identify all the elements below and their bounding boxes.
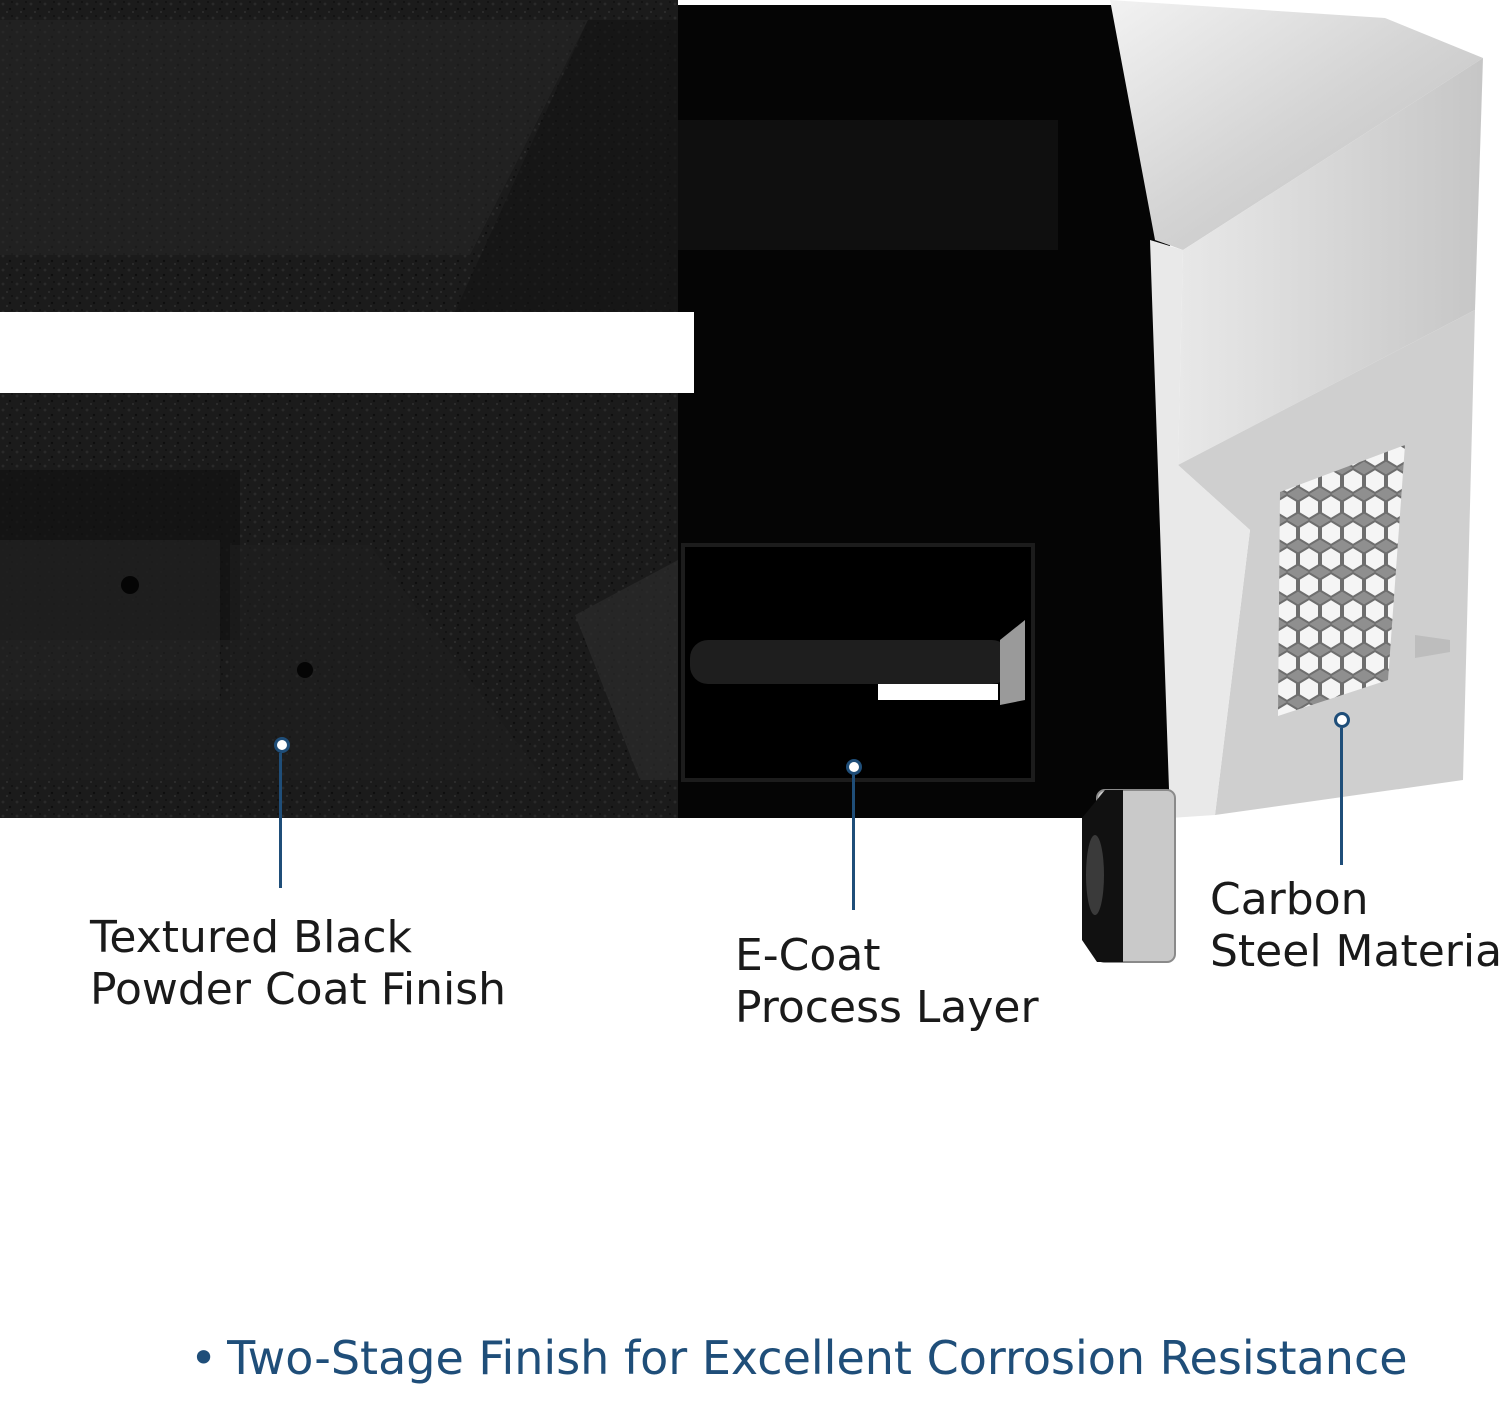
carbon-steel-label: Carbon Steel Material — [1210, 874, 1500, 978]
powder-coat-callout-dot — [274, 737, 290, 753]
ecoat-section — [678, 5, 1170, 818]
ecoat-callout-dot — [846, 759, 862, 775]
powder-coat-callout-line — [279, 753, 282, 888]
ecoat-label-line-1: E-Coat — [735, 930, 881, 981]
carbon-steel-section — [1082, 0, 1483, 963]
headline-bullet: • — [190, 1331, 218, 1385]
feature-headline: •Two-Stage Finish for Excellent Corrosio… — [190, 1328, 1430, 1388]
ecoat-label: E-Coat Process Layer — [735, 930, 1039, 1034]
powder-coat-section — [0, 0, 678, 818]
powder-coat-label-line-2: Powder Coat Finish — [90, 964, 507, 1015]
powder-coat-label: Textured Black Powder Coat Finish — [90, 912, 506, 1016]
carbon-steel-callout-dot — [1334, 712, 1350, 728]
carbon-steel-label-line-2: Steel Material — [1210, 926, 1500, 977]
carbon-steel-label-line-1: Carbon — [1210, 874, 1369, 925]
powder-coat-label-line-1: Textured Black — [90, 912, 413, 963]
ecoat-label-line-2: Process Layer — [735, 982, 1039, 1033]
carbon-steel-callout-line — [1340, 728, 1343, 865]
ecoat-callout-line — [852, 775, 855, 910]
headline-text: Two-Stage Finish for Excellent Corrosion… — [227, 1331, 1408, 1385]
